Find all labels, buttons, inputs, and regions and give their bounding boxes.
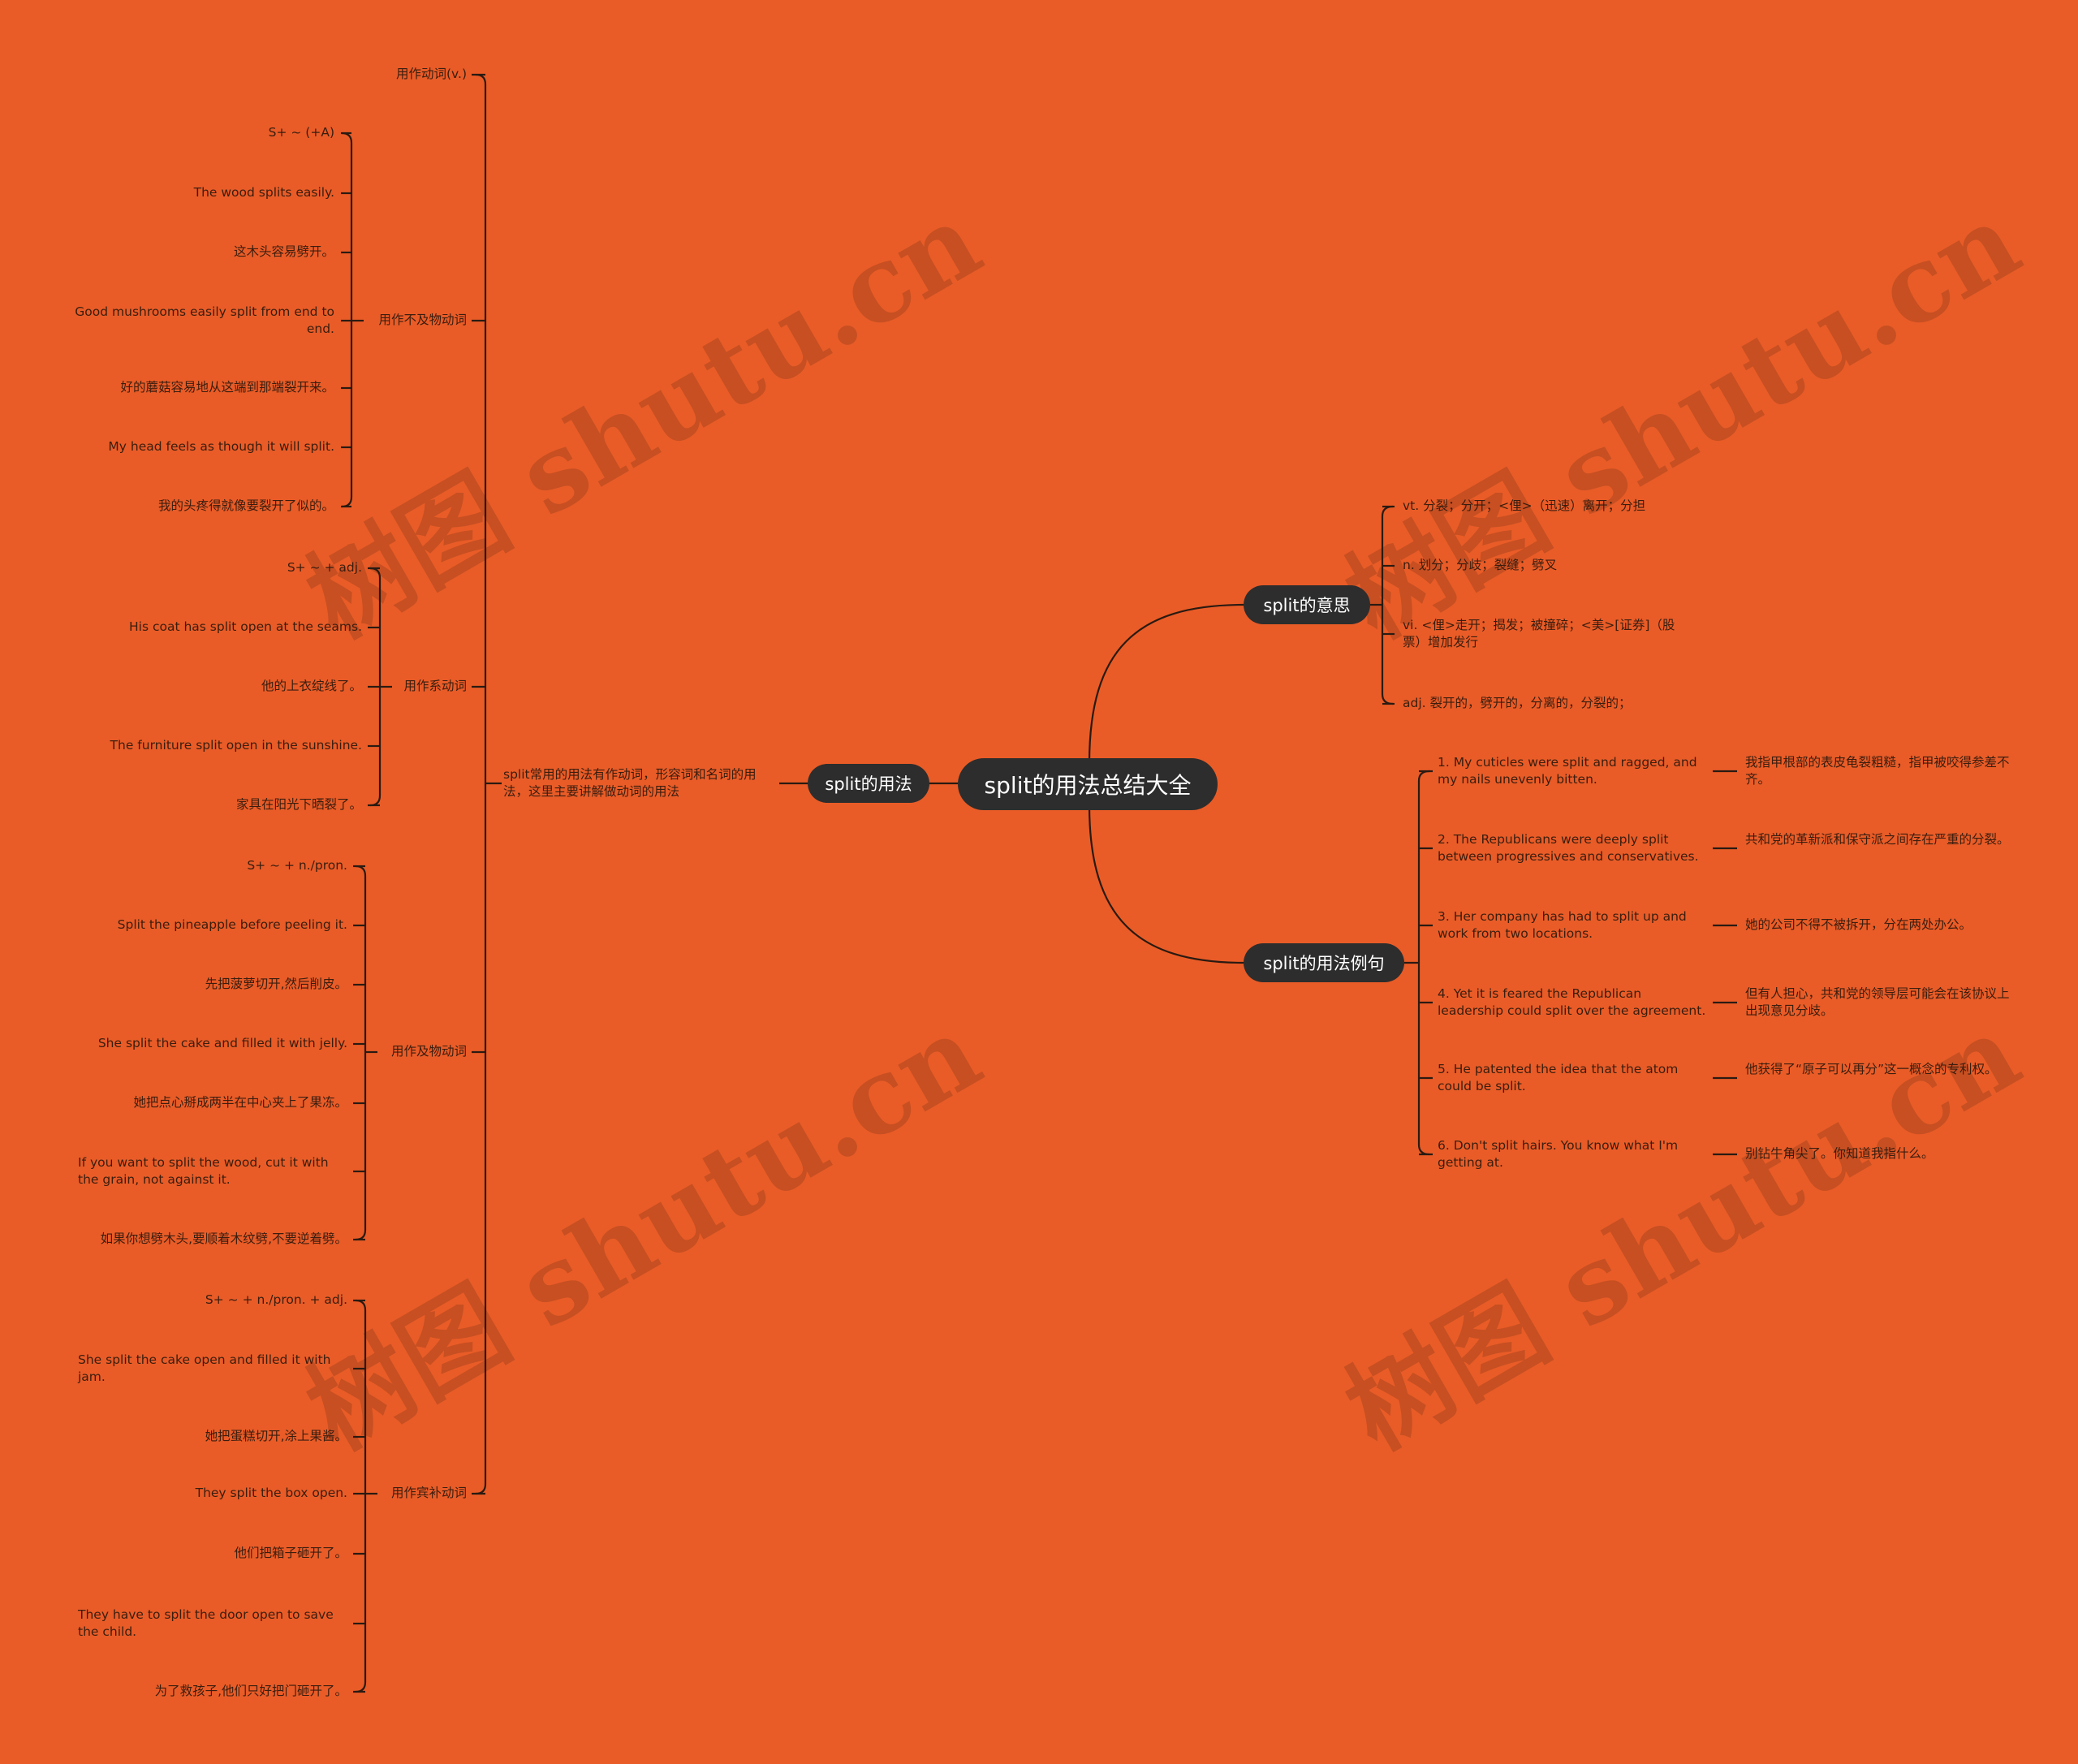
transitive-item[interactable]: S+ ~ + n./pron. [247,858,347,873]
transitive-item[interactable]: 她把点心掰成两半在中心夹上了果冻。 [133,1095,347,1110]
intransitive-item[interactable]: Good mushrooms easily split from end to … [75,304,334,336]
transitive-item[interactable]: 如果你想劈木头,要顺着木纹劈,不要逆着劈。 [100,1231,347,1246]
complex-item[interactable]: 她把蛋糕切开,涂上果酱。 [205,1429,347,1443]
meaning-item[interactable]: vi. <俚>走开；揭发；被撞碎；<美>[证券]（股票）增加发行 [1403,618,1675,649]
examples-node-label: split的用法例句 [1263,954,1385,973]
complex-item[interactable]: S+ ~ + n./pron. + adj. [205,1292,347,1307]
intransitive-item[interactable]: 我的头疼得就像要裂开了似的。 [157,498,334,513]
example-zh[interactable]: 别钻牛角尖了。你知道我指什么。 [1745,1146,1934,1161]
meaning-item[interactable]: n. 划分；分歧；裂缝；劈叉 [1403,558,1558,572]
bracket-verb-types [475,73,487,1495]
usage-summary[interactable]: split常用的用法有作动词，形容词和名词的用法，这里主要讲解做动词的用法 [503,767,757,799]
transitive-item[interactable]: She split the cake and filled it with je… [97,1036,347,1050]
transitive-item[interactable]: Split the pineapple before peeling it. [117,917,347,932]
meaning-item[interactable]: adj. 裂开的，劈开的，分离的，分裂的； [1403,696,1632,710]
example-zh[interactable]: 共和党的革新派和保守派之间存在严重的分裂。 [1745,832,2010,847]
example-zh[interactable]: 他获得了“原子可以再分”这一概念的专利权。 [1745,1062,1998,1076]
complex-item[interactable]: 为了救孩子,他们只好把门砸开了。 [154,1684,347,1698]
example-en[interactable]: 3. Her company has had to split up and w… [1438,909,1687,941]
intransitive-item[interactable]: 这木头容易劈开。 [233,244,334,259]
example-en[interactable]: 1. My cuticles were split and ragged, an… [1438,755,1697,787]
example-en[interactable]: 4. Yet it is feared the Republican leade… [1438,986,1706,1018]
linking-label[interactable]: 用作系动词 [403,679,467,693]
complex-item[interactable]: 他们把箱子砸开了。 [234,1546,347,1560]
linking-item[interactable]: S+ ~ + adj. [287,560,362,575]
root-node[interactable]: split的用法总结大全 [958,758,1218,810]
bracket-transitive [355,865,367,1241]
transitive-label[interactable]: 用作及物动词 [390,1044,467,1059]
complex-item[interactable]: They split the box open. [195,1486,347,1500]
intransitive-item[interactable]: My head feels as though it will split. [108,439,334,454]
connector-root-meaning [1088,603,1244,764]
intransitive-item[interactable]: 好的蘑菇容易地从这端到那端裂开来。 [120,380,334,395]
complex-item[interactable]: They have to split the door open to save… [78,1607,334,1639]
example-en[interactable]: 5. He patented the idea that the atom co… [1438,1062,1679,1093]
bracket-complex [355,1299,367,1693]
intransitive-item[interactable]: S+ ~ (+A) [268,125,334,140]
intransitive-label[interactable]: 用作不及物动词 [378,313,467,327]
meaning-item[interactable]: vt. 分裂；分开；<俚>（迅速）离开；分担 [1403,498,1646,513]
linking-item[interactable]: The furniture split open in the sunshine… [110,738,362,753]
example-zh[interactable]: 我指甲根部的表皮龟裂粗糙，指甲被咬得参差不齐。 [1745,755,2010,787]
verb-heading[interactable]: 用作动词(v.) [396,67,467,81]
complex-label[interactable]: 用作宾补动词 [390,1486,467,1500]
example-zh[interactable]: 她的公司不得不被拆开，分在两处办公。 [1745,917,1972,932]
complex-item[interactable]: She split the cake open and filled it wi… [78,1352,331,1384]
usage-node[interactable]: split的用法 [808,764,929,803]
linking-item[interactable]: 家具在阳光下晒裂了。 [235,797,362,812]
example-en[interactable]: 6. Don't split hairs. You know what I'm … [1438,1138,1679,1170]
examples-node[interactable]: split的用法例句 [1244,943,1404,982]
transitive-item[interactable]: If you want to split the wood, cut it wi… [78,1155,329,1187]
bracket-examples [1417,770,1430,1156]
meaning-node-label: split的意思 [1263,596,1351,615]
linking-item[interactable]: 他的上衣绽线了。 [261,679,362,693]
usage-node-label: split的用法 [825,774,912,794]
transitive-item[interactable]: 先把菠萝切开,然后削皮。 [205,977,347,991]
bracket-meaning [1381,505,1394,705]
root-node-label: split的用法总结大全 [984,772,1192,799]
connector-root-examples [1088,804,1244,964]
linking-item[interactable]: His coat has split open at the seams. [128,619,362,634]
meaning-node[interactable]: split的意思 [1244,585,1370,624]
intransitive-item[interactable]: The wood splits easily. [193,185,334,200]
example-en[interactable]: 2. The Republicans were deeply split bet… [1438,832,1699,864]
example-zh[interactable]: 但有人担心，共和党的领导层可能会在该协议上出现意见分歧。 [1745,986,2010,1018]
